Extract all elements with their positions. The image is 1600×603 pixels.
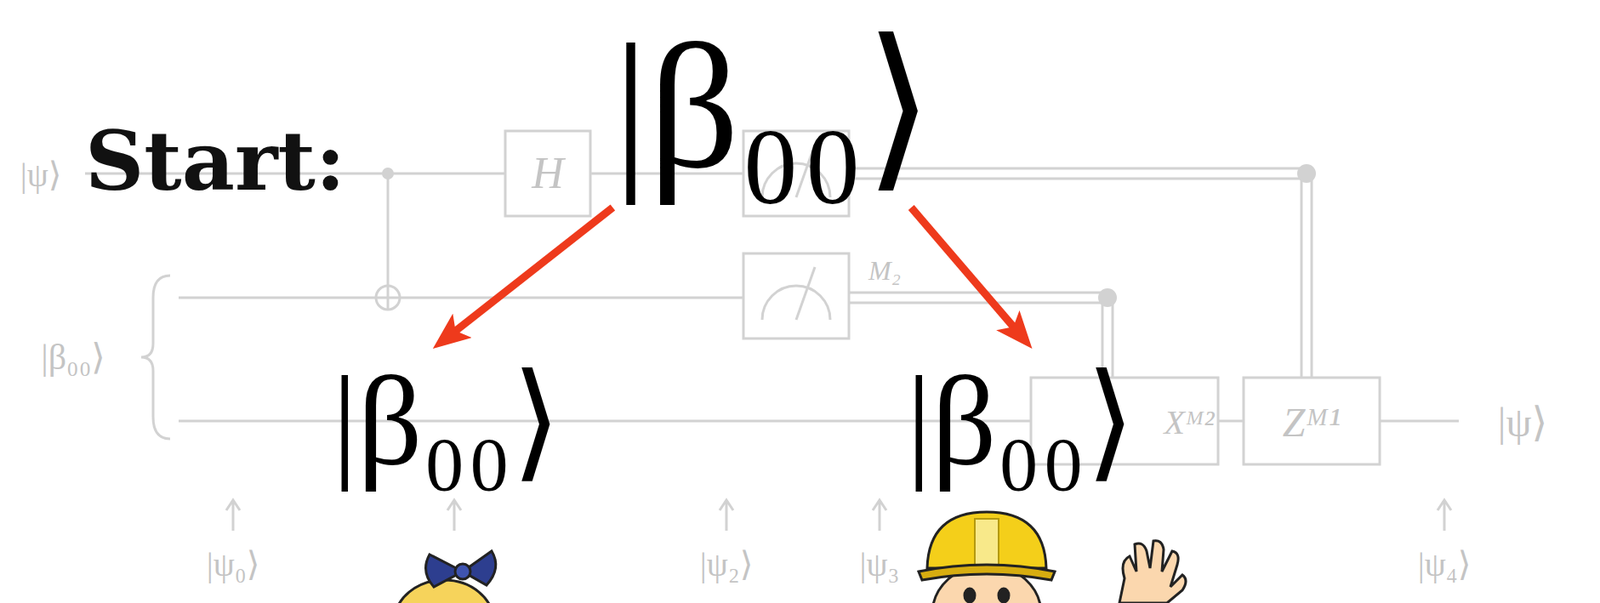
gate-label: Xᴹ²	[1163, 405, 1214, 440]
ket-state: |β₀₀⟩	[612, 17, 934, 196]
red-arrow	[449, 207, 614, 336]
ket-text: |β₀₀⟩	[905, 357, 1135, 485]
alice-figure	[394, 551, 496, 603]
slide-heading: Start:	[85, 120, 346, 203]
measurement-label: M₂	[868, 256, 901, 285]
ket-text: |β₀₀⟩	[612, 17, 934, 196]
red-arrow	[911, 207, 1020, 334]
ket-state: |β₀₀⟩	[331, 357, 561, 485]
stage-label: |ψ₀⟩	[206, 547, 261, 582]
stage-label: |ψ₂⟩	[700, 547, 754, 582]
time-markers	[226, 500, 1452, 531]
output-state: |ψ⟩	[1497, 402, 1548, 444]
input-state: |ψ⟩	[20, 158, 63, 193]
gate-label: Zᴹ¹	[1282, 402, 1341, 444]
bob-figure	[918, 512, 1186, 603]
bell-state-label: |β₀₀⟩	[40, 339, 105, 376]
stage-label: |ψ₄⟩	[1417, 547, 1472, 582]
stage-label: |ψ₃	[859, 547, 900, 582]
ket-state: |β₀₀⟩	[905, 357, 1135, 485]
ket-text: |β₀₀⟩	[331, 357, 561, 485]
gate-label: H	[531, 151, 564, 196]
